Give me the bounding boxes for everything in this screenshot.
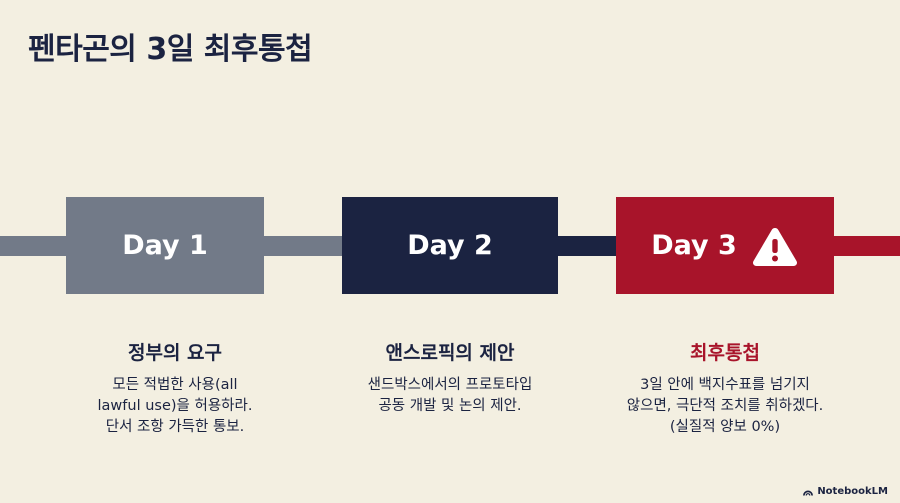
notebooklm-label: NotebookLM <box>817 486 888 497</box>
timeline-band-connector-1-2 <box>264 236 342 256</box>
day-1-label: Day 1 <box>122 230 208 261</box>
day-2-heading: 앤스로픽의 제안 <box>385 342 515 364</box>
day-3-label: Day 3 <box>651 230 737 261</box>
timeline-band-left <box>0 236 66 256</box>
day-3-box: Day 3 <box>616 197 834 294</box>
day-3-details: 최후통첩 3일 안에 백지수표를 넘기지 않으면, 극단적 조치를 취하겠다. … <box>580 338 870 438</box>
day-1-details: 정부의 요구 모든 적법한 사용(all lawful use)을 허용하라. … <box>30 338 320 438</box>
day-2-description: 샌드박스에서의 프로토타입 공동 개발 및 논의 제안. <box>367 377 533 414</box>
notebooklm-logo-icon <box>803 490 814 496</box>
day-1-description: 모든 적법한 사용(all lawful use)을 허용하라. 단서 조항 가… <box>97 377 253 435</box>
page-title: 펜타곤의 3일 최후통첩 <box>28 32 313 67</box>
timeline-band-connector-2-3 <box>558 236 616 256</box>
day-3-heading: 최후통첩 <box>690 342 760 364</box>
day-2-box: Day 2 <box>342 197 558 294</box>
day-1-box: Day 1 <box>66 197 264 294</box>
day-2-details: 앤스로픽의 제안 샌드박스에서의 프로토타입 공동 개발 및 논의 제안. <box>305 338 595 417</box>
day-3-description: 3일 안에 백지수표를 넘기지 않으면, 극단적 조치를 취하겠다. (실질적 … <box>626 377 824 435</box>
day-2-label: Day 2 <box>407 230 493 261</box>
timeline-band-right <box>834 236 900 256</box>
notebooklm-branding: NotebookLM <box>802 486 888 497</box>
warning-icon <box>752 227 797 266</box>
day-1-heading: 정부의 요구 <box>127 342 222 364</box>
